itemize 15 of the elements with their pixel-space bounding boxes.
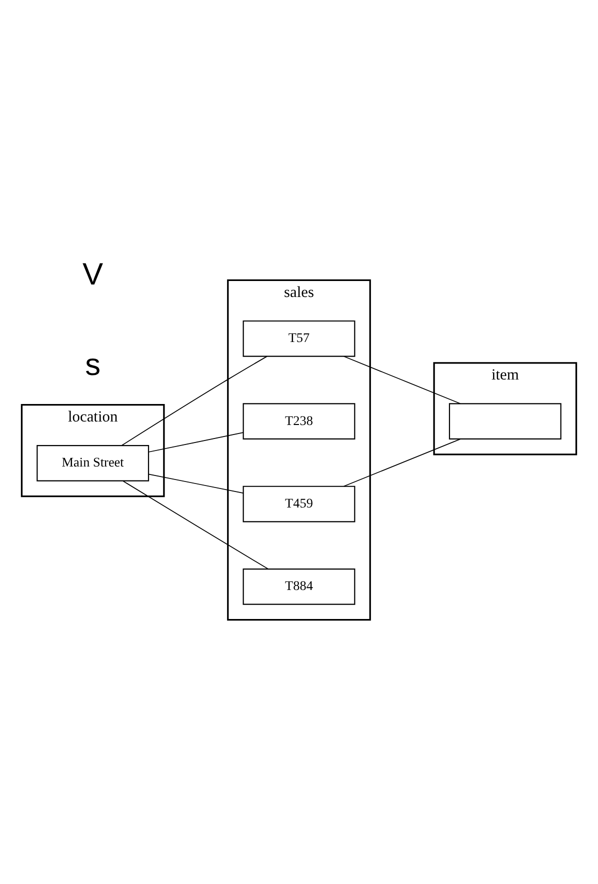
connector	[148, 432, 244, 452]
node-box: T57	[242, 320, 356, 357]
node-box: T459	[242, 486, 356, 522]
node-box: Main Street	[36, 445, 150, 482]
connector	[343, 356, 461, 404]
label: s	[85, 346, 101, 382]
label: V	[82, 256, 104, 292]
node-box	[448, 403, 562, 440]
connector	[148, 474, 244, 494]
connector	[122, 356, 268, 446]
node-box: T884	[242, 568, 356, 605]
connector	[343, 438, 461, 487]
node-box: T238	[242, 403, 356, 440]
cluster: item	[433, 362, 578, 456]
connector	[122, 480, 269, 570]
